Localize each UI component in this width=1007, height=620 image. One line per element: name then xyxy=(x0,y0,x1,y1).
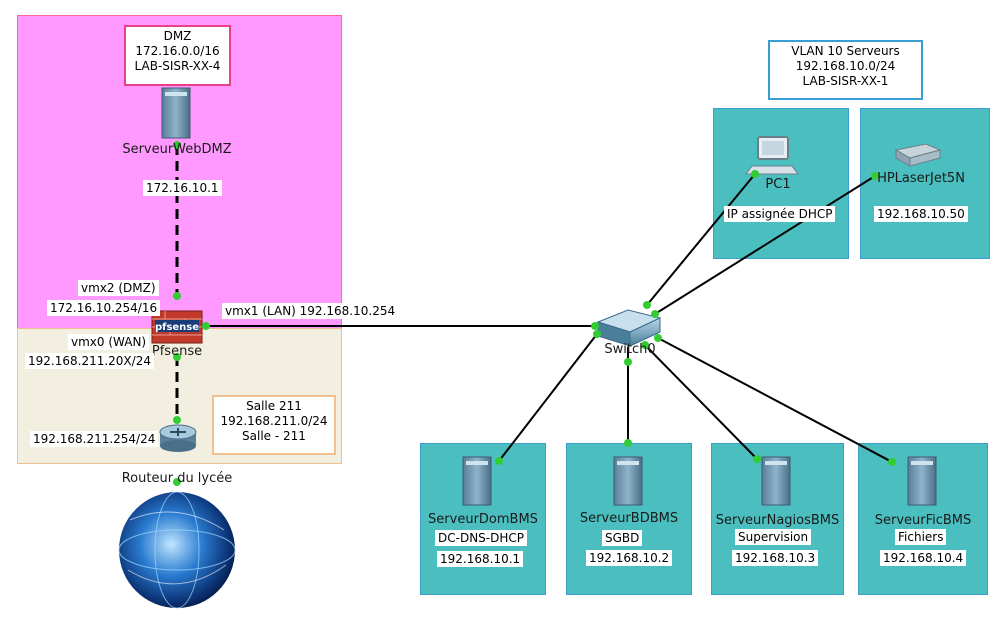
salle-title: Salle 211 xyxy=(246,399,302,413)
server-nagios-icon[interactable] xyxy=(761,456,791,506)
server-fic-icon[interactable] xyxy=(907,456,937,506)
pfsense-name: Pfsense xyxy=(151,344,203,359)
webdmz-name: ServeurWebDMZ xyxy=(122,142,232,157)
router-icon[interactable] xyxy=(159,424,197,452)
server-nagios-ip: 192.168.10.3 xyxy=(732,550,819,566)
router-ip-label: 192.168.211.254/24 xyxy=(30,431,159,447)
vlan-subnet: 192.168.10.0/24 xyxy=(795,59,896,73)
pfsense-firewall-icon[interactable]: pfsense xyxy=(151,310,203,344)
vlan-lab: LAB-SISR-XX-1 xyxy=(802,74,889,88)
link-switch-servernagios xyxy=(644,344,758,460)
server-bd-ip: 192.168.10.2 xyxy=(586,550,673,566)
switch-name: Switch0 xyxy=(604,342,656,357)
server-dom-name: ServeurDomBMS xyxy=(428,512,538,527)
server-dom-role: DC-DNS-DHCP xyxy=(435,530,527,546)
vmx1-label: vmx1 (LAN) 192.168.10.254 xyxy=(222,303,399,319)
server-fic-ip: 192.168.10.4 xyxy=(880,550,967,566)
pc1-tile[interactable] xyxy=(713,108,849,259)
link-switch-printer xyxy=(654,175,876,315)
pc1-name: PC1 xyxy=(765,177,791,192)
vlan-title: VLAN 10 Serveurs xyxy=(791,44,900,58)
server-dom-ip: 192.168.10.1 xyxy=(437,551,524,567)
vmx2-ip-label: 172.16.10.254/16 xyxy=(47,300,161,316)
vmx0-name-label: vmx0 (WAN) xyxy=(68,334,150,350)
link-switch-serverdom xyxy=(498,333,598,462)
webdmz-ip-label: 172.16.10.1 xyxy=(143,180,222,196)
pfsense-logo-text: pfsense xyxy=(155,322,199,333)
dmz-info-box: DMZ 172.16.0.0/16 LAB-SISR-XX-4 xyxy=(124,25,231,86)
dmz-lab: LAB-SISR-XX-4 xyxy=(134,59,221,73)
salle-lab: Salle - 211 xyxy=(242,429,306,443)
router-name: Routeur du lycée xyxy=(121,471,233,486)
internet-globe-icon[interactable] xyxy=(118,491,236,609)
salle-info-box: Salle 211 192.168.211.0/24 Salle - 211 xyxy=(212,395,336,455)
dmz-title: DMZ xyxy=(163,29,192,43)
printer-info-label: 192.168.10.50 xyxy=(874,206,968,222)
server-fic-role: Fichiers xyxy=(895,529,947,545)
server-bd-role: SGBD xyxy=(602,530,643,546)
printer-name: HPLaserJet5N xyxy=(877,171,965,186)
printer-icon[interactable] xyxy=(894,143,942,167)
pc1-info-label: IP assignée DHCP xyxy=(724,206,836,222)
server-nagios-role: Supervision xyxy=(735,529,812,545)
pc1-computer-icon[interactable] xyxy=(745,136,799,175)
printer-tile[interactable] xyxy=(860,108,990,259)
webdmz-server-icon[interactable] xyxy=(161,87,191,139)
server-bd-icon[interactable] xyxy=(613,456,643,506)
salle-subnet: 192.168.211.0/24 xyxy=(220,414,328,428)
server-nagios-name: ServeurNagiosBMS xyxy=(715,513,840,528)
server-bd-name: ServeurBDBMS xyxy=(579,511,679,526)
link-switch-pc1 xyxy=(646,173,756,306)
server-dom-icon[interactable] xyxy=(462,456,492,506)
vmx2-name-label: vmx2 (DMZ) xyxy=(78,280,159,296)
dmz-subnet: 172.16.0.0/16 xyxy=(135,44,220,58)
link-dots xyxy=(173,141,896,486)
vlan-info-box: VLAN 10 Serveurs 192.168.10.0/24 LAB-SIS… xyxy=(768,40,923,100)
server-fic-name: ServeurFicBMS xyxy=(874,513,972,528)
switch-icon[interactable] xyxy=(596,309,662,347)
link-switch-serverfic xyxy=(657,337,893,463)
vmx0-ip-label: 192.168.211.20X/24 xyxy=(25,353,154,369)
